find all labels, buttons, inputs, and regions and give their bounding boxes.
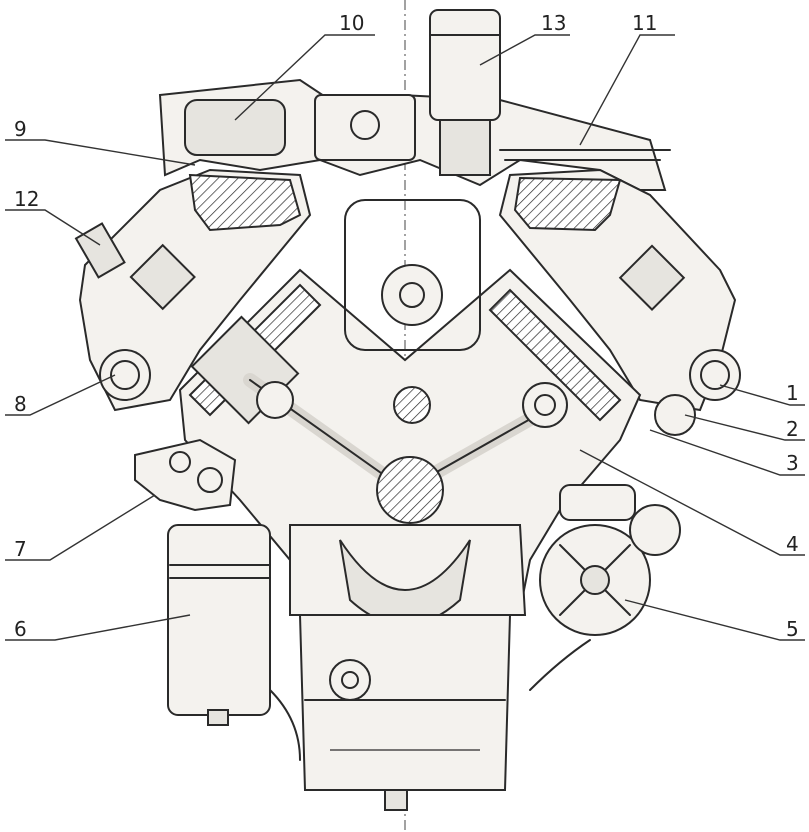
- oil-filter: [167, 524, 271, 726]
- cylinder-wall-right: [488, 288, 622, 422]
- exhaust-port-right: [654, 394, 696, 436]
- fuel-fine-filter: [429, 9, 501, 176]
- callout-2: 2: [786, 417, 799, 441]
- camshaft-center: [393, 386, 431, 424]
- drain-plug: [384, 789, 408, 811]
- callout-10: 10: [339, 11, 364, 35]
- exhaust-port-left: [99, 349, 151, 401]
- flywheel-housing-left: [269, 689, 301, 761]
- callout-1: 1: [786, 381, 799, 405]
- crankshaft: [376, 456, 444, 524]
- camshaft: [522, 382, 568, 428]
- valve-spring-left: [129, 243, 196, 311]
- callout-6: 6: [14, 617, 27, 641]
- exhaust-manifold-right: [689, 349, 741, 401]
- fuel-pump-block: [314, 94, 416, 161]
- callout-13: 13: [541, 11, 566, 35]
- valve-spring-right: [618, 244, 686, 311]
- intake-port-left: [184, 99, 286, 156]
- intake-channel-left: [188, 173, 302, 232]
- intake-manifold-top: [158, 78, 671, 191]
- callout-4: 4: [786, 532, 799, 556]
- cylinder-head-left: [78, 168, 312, 412]
- timing-gear: [381, 264, 443, 326]
- callout-5: 5: [786, 617, 799, 641]
- crankcase: [289, 524, 527, 626]
- intake-channel-right: [513, 176, 622, 232]
- callout-7: 7: [14, 537, 27, 561]
- callout-8: 8: [14, 392, 27, 416]
- cylinder-block: [178, 199, 642, 611]
- flywheel-housing-right: [529, 639, 591, 691]
- callout-12: 12: [14, 187, 39, 211]
- cylinder-head-right: [498, 168, 741, 436]
- callout-3: 3: [786, 451, 799, 475]
- generator: [539, 484, 681, 636]
- oil-centrifuge-bracket: [134, 438, 237, 512]
- callout-9: 9: [14, 117, 27, 141]
- oil-pan: [298, 614, 512, 811]
- leader-lines: [5, 34, 805, 641]
- callout-11: 11: [632, 11, 657, 35]
- oil-pump: [329, 659, 371, 701]
